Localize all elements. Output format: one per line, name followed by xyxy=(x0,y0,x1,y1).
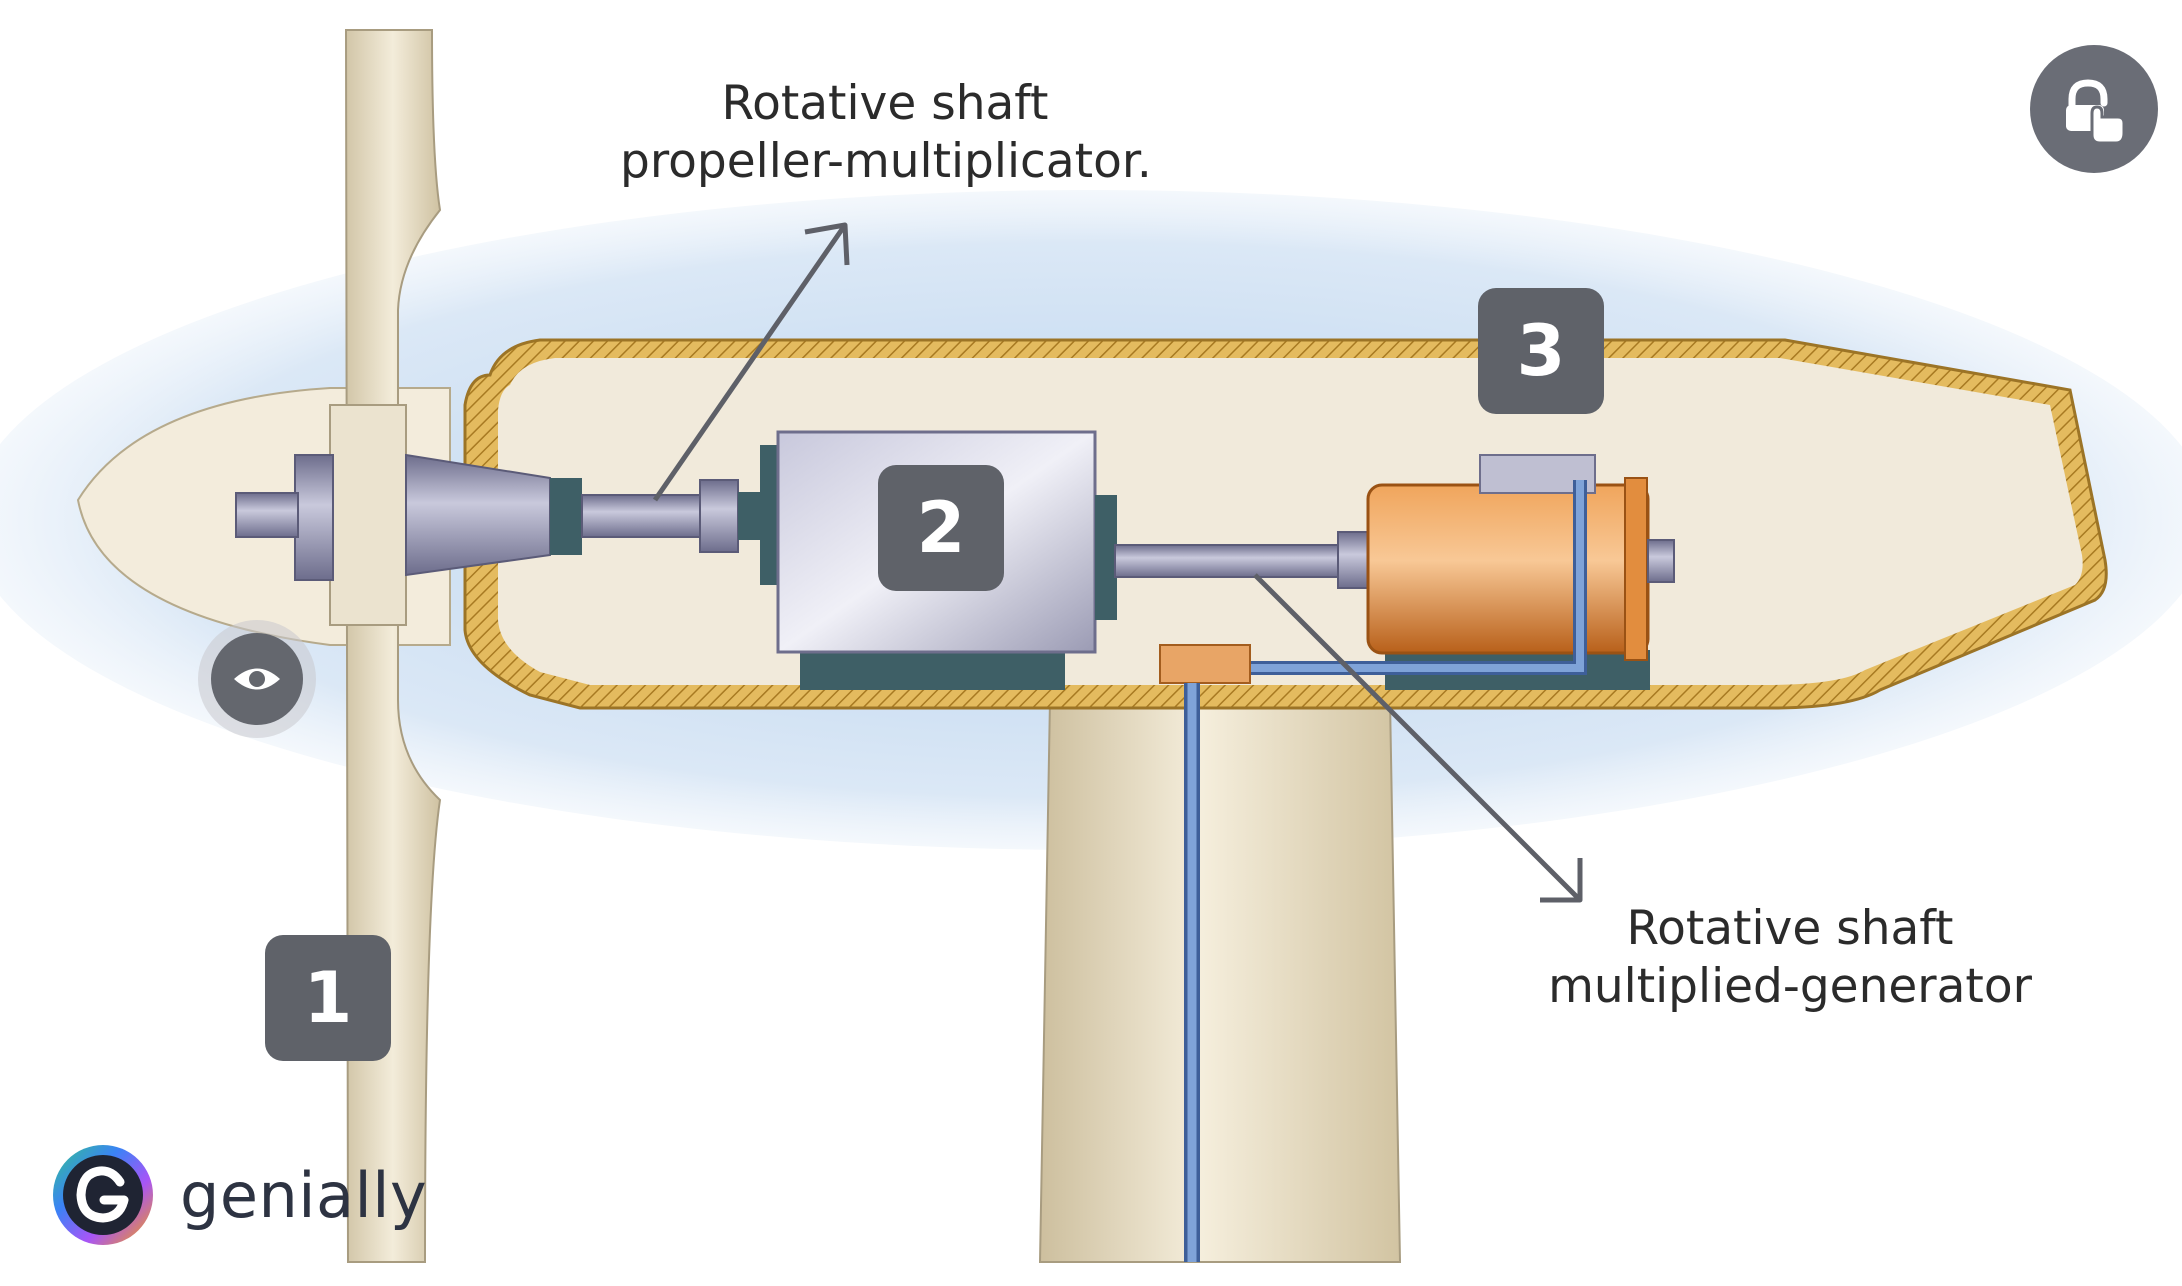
junction-box xyxy=(1159,644,1251,684)
cone-flange xyxy=(550,478,582,555)
label-shaft-propeller-line1: Rotative shaft xyxy=(721,76,1049,131)
power-cable xyxy=(1210,480,1584,672)
label-shaft-generator: Rotative shaft multiplied-generator xyxy=(1530,900,2050,1016)
main-shaft xyxy=(581,494,703,538)
brand-name: genially xyxy=(180,1158,428,1232)
arrow-bottom-line xyxy=(1253,573,1580,900)
shaft-collar xyxy=(738,492,764,540)
shaft-coupling xyxy=(699,479,739,553)
touch-unlock-button[interactable] xyxy=(2030,45,2158,173)
arrow-top-line xyxy=(652,223,848,502)
label-shaft-propeller-line2: propeller-multiplicator. xyxy=(620,134,1152,189)
touch-unlock-icon xyxy=(2066,79,2126,145)
arrow-bottom-head xyxy=(1540,858,1583,903)
label-shaft-generator-line2: multiplied-generator xyxy=(1548,959,2032,1014)
tower xyxy=(1038,699,1402,1263)
eye-icon xyxy=(234,668,280,690)
marker-3[interactable]: 3 xyxy=(1478,288,1604,414)
eye-button-inner xyxy=(211,633,303,725)
gearbox-base xyxy=(800,650,1065,690)
marker-2[interactable]: 2 xyxy=(878,465,1004,591)
generator xyxy=(1366,483,1650,655)
brand-logo: genially xyxy=(48,1140,427,1250)
generator-shaft-end xyxy=(1647,539,1675,583)
arrow-top-head xyxy=(804,222,850,266)
gearbox-flange-right xyxy=(1095,495,1117,620)
marker-1[interactable]: 1 xyxy=(265,935,391,1061)
eye-button[interactable] xyxy=(198,620,316,738)
genially-logo-icon xyxy=(53,1145,153,1245)
hub-mount xyxy=(329,404,407,626)
label-shaft-propeller: Rotative shaft propeller-multiplicator. xyxy=(620,75,1152,191)
generator-ring xyxy=(1624,477,1648,661)
label-shaft-generator-line1: Rotative shaft xyxy=(1626,901,1954,956)
hub-bolt-left xyxy=(294,454,334,581)
secondary-shaft xyxy=(1114,544,1344,578)
hub-axle xyxy=(235,492,299,538)
